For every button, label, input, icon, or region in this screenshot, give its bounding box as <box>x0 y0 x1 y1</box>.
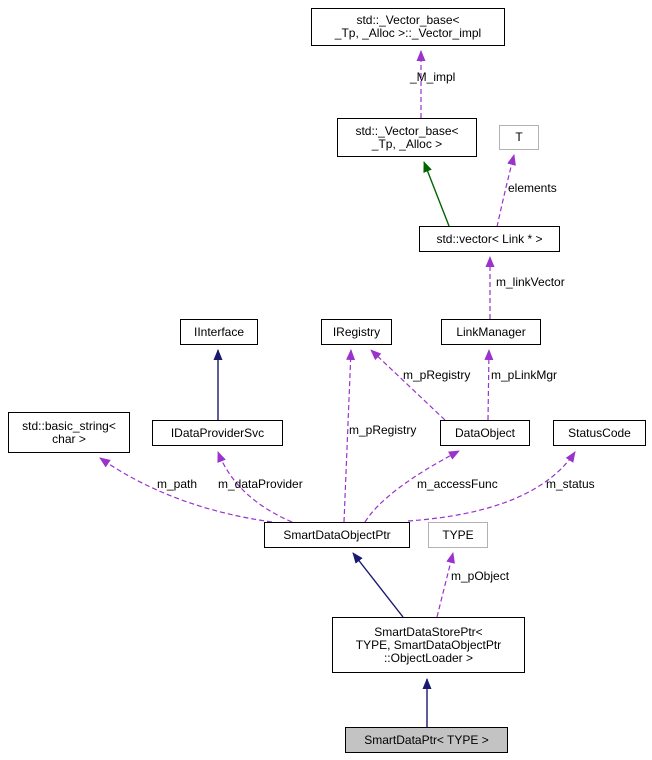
edge-label-m-impl: _M_impl <box>410 70 456 84</box>
node-iregistry[interactable]: IRegistry <box>321 319 392 345</box>
edge-usage-m-status <box>407 451 576 522</box>
node-smartdataptr[interactable]: SmartDataPtr< TYPE > <box>345 727 508 753</box>
node-smartdatastoreptr[interactable]: SmartDataStorePtr< TYPE, SmartDataObject… <box>332 617 525 673</box>
edge-usage-m-pregistry-smart <box>343 349 356 523</box>
edge-label-m-plinkmgr: m_pLinkMgr <box>491 368 558 382</box>
edge-label-m-pregistry-dataobject: m_pRegistry <box>403 368 471 382</box>
edge-usage-m-pregistry-dataobject <box>370 349 446 421</box>
node-type[interactable]: TYPE <box>428 522 488 548</box>
node-smartdataobjectptr[interactable]: SmartDataObjectPtr <box>264 522 410 548</box>
edge-label-m-linkvector: m_linkVector <box>496 275 565 289</box>
node-idataprovidersvc[interactable]: IDataProviderSvc <box>152 420 283 446</box>
node-iinterface[interactable]: IInterface <box>180 319 258 345</box>
node-dataobject[interactable]: DataObject <box>440 420 530 446</box>
edge-label-m-pobject: m_pObject <box>451 569 510 583</box>
edge-usage-m-plinkmgr <box>484 349 494 421</box>
edge-label-elements: elements <box>508 181 557 195</box>
edge-usage-m-path <box>99 457 273 523</box>
edge-inherit-vector-to-vectorbase <box>423 161 450 227</box>
edge-label-m-dataprovider: m_dataProvider <box>218 477 303 491</box>
edge-usage-m-accessfunc <box>364 450 460 523</box>
node-statuscode[interactable]: StatusCode <box>553 420 646 446</box>
node-vector-impl[interactable]: std::_Vector_base< _Tp, _Alloc >::_Vecto… <box>311 8 505 46</box>
edge-usage-m-pobject <box>436 552 455 618</box>
edge-label-m-pregistry-smart: m_pRegistry <box>349 423 417 437</box>
node-basic-string[interactable]: std::basic_string< char > <box>8 412 130 453</box>
node-t[interactable]: T <box>499 125 539 150</box>
edge-label-m-status: m_status <box>546 477 595 491</box>
edge-usage-m-dataprovider <box>217 451 293 523</box>
edge-label-m-path: m_path <box>157 477 198 491</box>
node-linkmanager[interactable]: LinkManager <box>441 319 541 345</box>
edge-usage-elements <box>496 154 516 228</box>
edge-label-m-accessfunc: m_accessFunc <box>417 477 498 491</box>
node-vector-link[interactable]: std::vector< Link * > <box>419 226 560 252</box>
edge-inherit-smartdatastoreptr-to-smartdataobjectptr <box>352 552 404 618</box>
node-vector-base[interactable]: std::_Vector_base< _Tp, _Alloc > <box>337 118 477 157</box>
